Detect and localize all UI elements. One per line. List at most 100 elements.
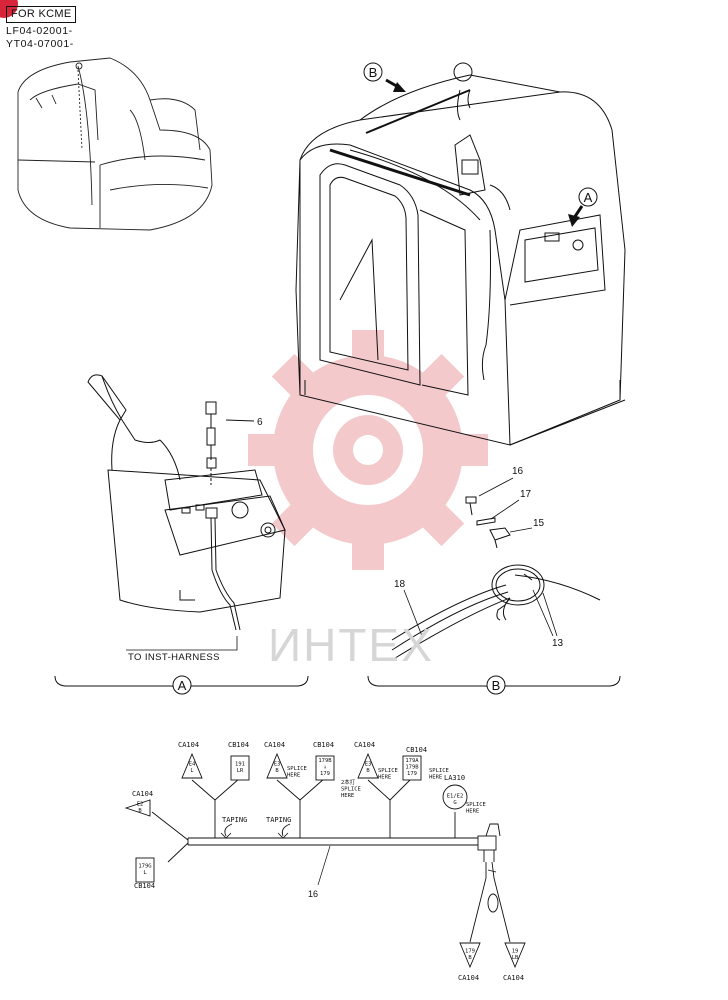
corner-badge <box>0 0 18 18</box>
connector-note-line: HERE <box>466 809 479 815</box>
connector-rectangle <box>135 857 155 883</box>
connector-triangle <box>459 942 481 969</box>
view-b-label: B <box>492 678 501 693</box>
watermark-gear-tooth <box>413 495 465 547</box>
arrow-b-label: B <box>369 65 378 80</box>
connector-code: CA104 <box>132 790 153 798</box>
callout-6: 6 <box>257 417 263 428</box>
arrow-b: B <box>363 62 406 92</box>
cab-main-view <box>295 62 626 446</box>
connector-tag-line: 179 <box>320 771 330 777</box>
serial-range-2: YT04-07001- <box>6 38 74 50</box>
connector-code: CA104 <box>264 741 285 749</box>
watermark-gear <box>248 330 488 570</box>
connector-triangle <box>504 942 526 969</box>
connector-tag-line: 179 <box>465 949 475 955</box>
connector-tag-line: ↓ <box>323 765 326 771</box>
connector-tag-line: E1/E2 <box>447 794 464 800</box>
connector-code: CA104 <box>458 974 479 982</box>
arrow-a-label: A <box>584 190 593 205</box>
callout-15: 15 <box>533 518 545 529</box>
view-b-label-circle <box>486 675 506 695</box>
connector-note-line: HERE <box>378 775 391 781</box>
connector-tag: 179B↓179 <box>318 758 332 777</box>
connector-code: LA310 <box>444 774 465 782</box>
variant-label: FOR KCME <box>6 6 77 23</box>
connector-tag-line: L <box>190 768 194 774</box>
connector-note-line: SPLICE <box>466 802 486 808</box>
callout-17: 17 <box>520 489 532 500</box>
arrow-a: A <box>568 187 598 227</box>
connector-triangle <box>357 752 379 779</box>
connector-triangle <box>266 752 288 779</box>
taping-label-1: TAPING <box>222 816 247 824</box>
callout-13: 13 <box>552 638 564 649</box>
connector-rectangle <box>230 755 250 781</box>
connector-note-line: HERE <box>341 793 354 799</box>
detail-view-b <box>391 496 601 661</box>
to-inst-harness-note: TO INST-HARNESS <box>128 652 220 663</box>
connector-rectangle <box>402 755 422 781</box>
detail-view-a <box>87 374 286 631</box>
connector-tag-line: E3 <box>274 762 281 768</box>
connector-tag-line: 179B <box>405 765 419 771</box>
connector-code: CB104 <box>134 882 155 890</box>
connector-note-line: SPLICE <box>378 768 398 774</box>
connector-code: CA104 <box>178 741 199 749</box>
connector-code: CB104 <box>313 741 334 749</box>
connector-tag-line: E2 <box>137 802 144 808</box>
connector-code: CA104 <box>503 974 524 982</box>
harness-schematic <box>151 777 511 943</box>
connector-tag-line: B <box>275 768 279 774</box>
connector-note-line: SPLICE <box>341 787 361 793</box>
serial-range-1: LF04-02001- <box>6 25 73 37</box>
view-a-label-circle <box>172 675 192 695</box>
connector-triangle <box>181 752 203 779</box>
watermark-text: ИНТЕХ <box>268 619 434 671</box>
connector-tag-line: B <box>468 955 472 961</box>
watermark-gear-tooth <box>271 353 323 405</box>
connector-tag-line: G <box>453 800 456 806</box>
connector-tag-line: 179B <box>318 758 332 764</box>
connector-note-line: SPLICE <box>287 766 307 772</box>
connector-tag-line: E3 <box>365 762 372 768</box>
connector-tag-line: 191 <box>235 762 245 768</box>
connector-code: CA104 <box>354 741 375 749</box>
connector-circle <box>442 784 468 810</box>
harness-part-number: 16 <box>308 889 318 899</box>
watermark-gear-tooth <box>448 434 488 466</box>
view-a-label: A <box>178 678 187 693</box>
connector-triangle <box>124 799 151 817</box>
taping-label-2: TAPING <box>266 816 291 824</box>
connector-note-line: HERE <box>287 773 300 779</box>
connector-note-line: SPLICE <box>429 768 449 774</box>
connector-tag-line: 19 <box>512 949 519 955</box>
